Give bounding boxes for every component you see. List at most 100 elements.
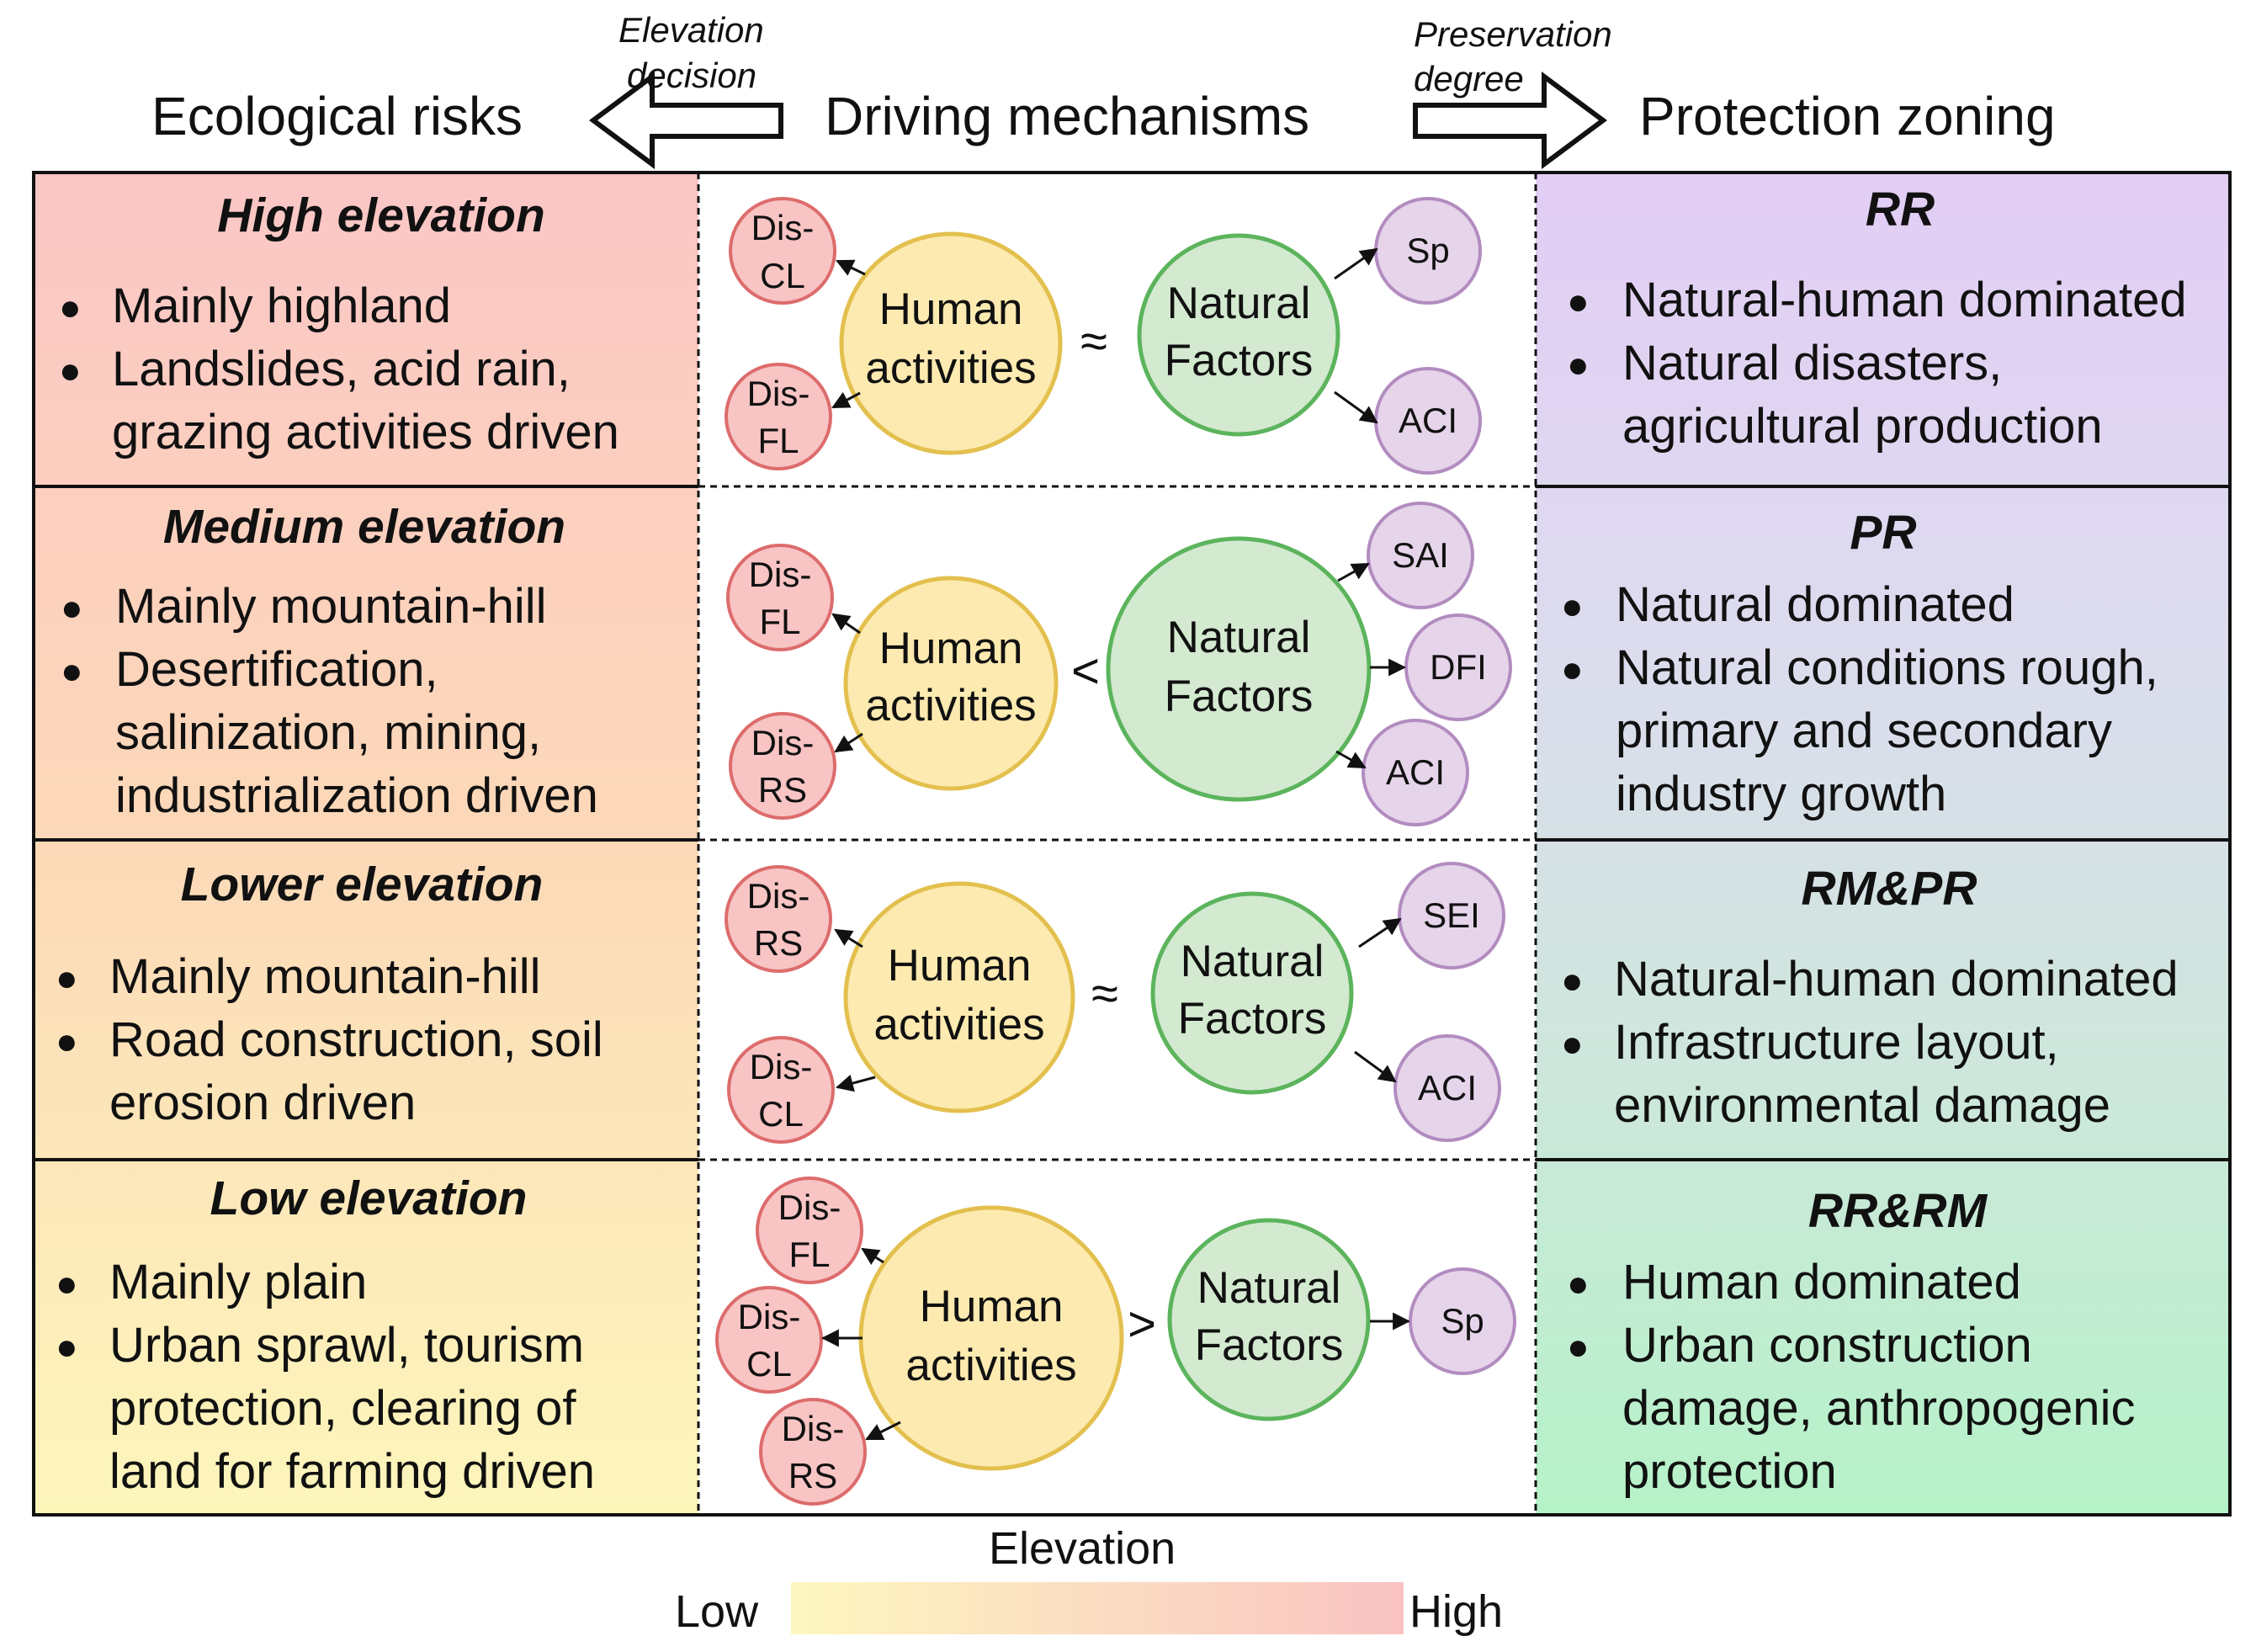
zone-line: Human dominated [1622, 1255, 2021, 1309]
disturbance-node [729, 197, 836, 305]
risk-bullet: ● [61, 651, 83, 692]
row-lower-elevation: Lower elevation ● Mainly mountain-hill ●… [56, 858, 2179, 1144]
zone-line: protection [1622, 1444, 1837, 1499]
risk-bullet: ● [56, 1326, 78, 1368]
risk-bullet: ● [59, 350, 82, 391]
disturbance-label: RS [788, 1456, 837, 1495]
disturbance-label: FL [788, 1235, 830, 1274]
natural-label: Factors [1195, 1320, 1344, 1370]
zone-line: environmental damage [1614, 1078, 2110, 1133]
natural-label: Natural [1167, 613, 1311, 662]
risk-line: Mainly plain [109, 1255, 367, 1309]
risk-bullet: ● [56, 958, 78, 999]
row-medium-elevation: Medium elevation ● Mainly mountain-hill … [61, 500, 2158, 826]
zone-line: Natural-human dominated [1614, 952, 2179, 1007]
mechanism-lower: Dis- RS Dis- CL Human activities ≈ Natur… [725, 862, 1505, 1144]
zone-line: Natural conditions rough, [1616, 640, 2158, 695]
natural-label: Factors [1165, 336, 1314, 385]
disturbance-label: RS [758, 770, 807, 810]
risk-bullet: ● [61, 587, 83, 629]
human-label: Human [879, 284, 1023, 334]
driving-mechanisms-heading: Driving mechanisms [825, 86, 1309, 146]
human-label: activities [865, 681, 1036, 730]
ecological-risks-column [34, 173, 698, 1515]
disturbance-node [759, 1398, 867, 1506]
zone-bullet: ● [1567, 281, 1590, 322]
natural-label: Natural [1197, 1263, 1341, 1313]
natural-label: Factors [1165, 672, 1314, 721]
risk-line: Mainly mountain-hill [109, 949, 541, 1004]
risk-line: industrialization driven [115, 768, 598, 823]
preservation-degree-arrow [1413, 72, 1608, 169]
zone-bullet: ● [1561, 960, 1584, 1001]
disturbance-label: CL [760, 256, 805, 295]
relation-symbol: ≈ [1080, 314, 1107, 369]
arrow [1354, 1050, 1397, 1083]
human-activities-node [843, 881, 1075, 1113]
index-node [1362, 719, 1469, 826]
zone-bullet: ● [1561, 649, 1584, 690]
index-label: DFI [1430, 647, 1487, 687]
arrow [835, 1074, 876, 1092]
legend-high-label: High [1409, 1586, 1503, 1637]
preservation-note-line1: Preservation [1414, 14, 1612, 54]
arrow [1337, 562, 1370, 582]
relation-symbol: > [1128, 1297, 1156, 1352]
disturbance-label: Dis- [749, 555, 812, 594]
zone-line: Infrastructure layout, [1614, 1015, 2059, 1070]
zone-line: damage, anthropogenic [1622, 1381, 2135, 1436]
disturbance-label: Dis- [747, 876, 810, 916]
zone-title-pr: PR [1850, 506, 1916, 560]
arrow [1334, 247, 1378, 280]
mechanism-high: Dis- CL Dis- FL Human activities ≈ Natur… [725, 197, 1482, 475]
zone-line: Urban construction [1622, 1318, 2032, 1373]
disturbance-label: Dis- [750, 1047, 813, 1086]
index-label: ACI [1399, 401, 1457, 440]
risk-line: Desertification, [115, 642, 438, 697]
risk-line: grazing activities driven [112, 405, 619, 459]
risk-bullet: ● [56, 1021, 78, 1062]
arrow [865, 1421, 901, 1441]
disturbance-node [725, 363, 832, 470]
disturbance-label: Dis- [747, 374, 810, 413]
zone-bullet: ● [1567, 1263, 1590, 1304]
elevation-decision-arrow [588, 72, 783, 169]
disturbance-label: RS [754, 923, 803, 963]
disturbance-label: Dis- [778, 1187, 841, 1227]
risk-line: Urban sprawl, tourism [109, 1318, 584, 1373]
disturbance-label: FL [759, 602, 800, 641]
zone-bullet: ● [1567, 344, 1590, 385]
disturbance-label: CL [746, 1344, 792, 1384]
disturbance-label: Dis- [751, 723, 815, 762]
arrow [834, 732, 863, 753]
arrow [831, 613, 861, 635]
disturbance-node [727, 1036, 835, 1144]
zone-title-rr: RR [1866, 183, 1935, 236]
arrow [1335, 750, 1367, 769]
index-label: Sp [1406, 231, 1449, 270]
preservation-note-line2: degree [1414, 59, 1524, 98]
protection-zoning-heading: Protection zoning [1639, 86, 2056, 146]
legend-title: Elevation [989, 1523, 1176, 1574]
zone-title-rm-pr: RM&PR [1802, 862, 1977, 916]
zone-line: agricultural production [1622, 399, 2103, 454]
human-label: activities [865, 343, 1036, 393]
relation-symbol: ≈ [1091, 966, 1118, 1021]
disturbance-node [756, 1177, 863, 1284]
index-label: SAI [1392, 535, 1449, 575]
disturbance-label: Dis- [751, 208, 815, 247]
human-label: Human [920, 1282, 1064, 1331]
legend-low-label: Low [675, 1586, 759, 1637]
natural-factors-node [1167, 1218, 1371, 1421]
header: Ecological risks Driving mechanisms Prot… [151, 10, 2056, 169]
risk-line: erosion driven [109, 1076, 416, 1130]
risk-line: Road construction, soil [109, 1012, 603, 1067]
ecological-risks-heading: Ecological risks [151, 86, 523, 146]
table-borders [32, 171, 2232, 1517]
protection-zoning-column [1536, 173, 2230, 1515]
elevation-note-line1: Elevation [618, 10, 764, 50]
arrow [1358, 917, 1402, 948]
human-label: Human [888, 941, 1032, 991]
risk-line: Landslides, acid rain, [112, 342, 571, 396]
